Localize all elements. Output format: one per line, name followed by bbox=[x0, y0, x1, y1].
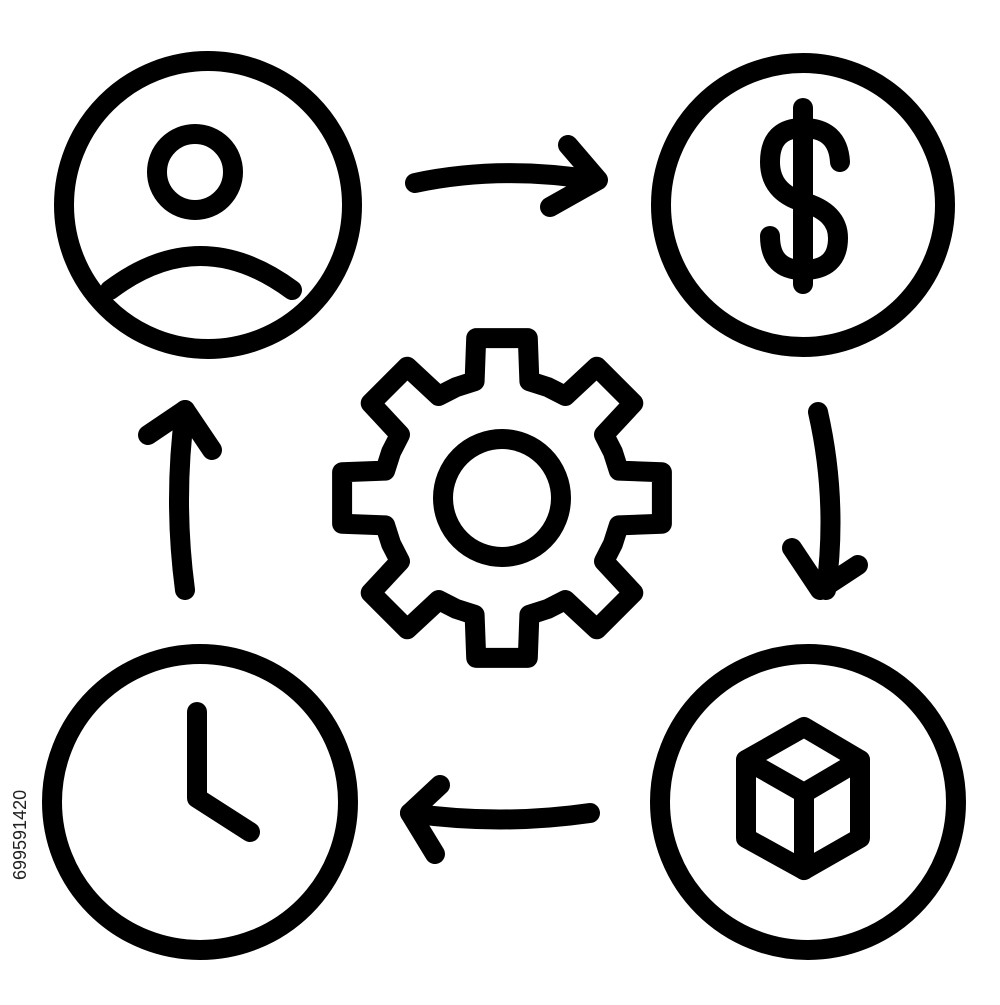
dollar-icon bbox=[651, 53, 955, 357]
box-icon bbox=[650, 644, 966, 960]
stock-id-text: 699591420 bbox=[10, 789, 30, 880]
arrow-dollar-to-box-icon bbox=[782, 402, 868, 600]
arrow-user-to-dollar-icon bbox=[405, 135, 608, 217]
gear-icon bbox=[332, 328, 672, 668]
user-icon bbox=[54, 51, 362, 359]
arrow-box-to-clock-icon bbox=[400, 775, 600, 864]
clock-icon bbox=[42, 644, 358, 960]
arrow-clock-to-user-icon bbox=[138, 400, 222, 600]
